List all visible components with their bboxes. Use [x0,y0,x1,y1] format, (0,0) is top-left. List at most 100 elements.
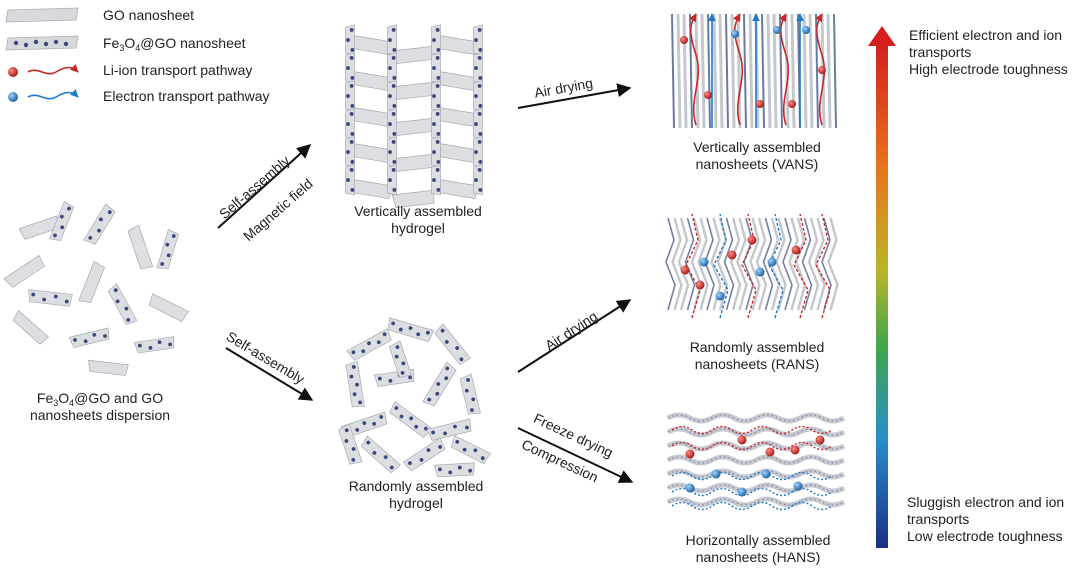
rans-sheet [755,217,768,311]
rans-sheet [749,217,761,311]
fe3o4-particle [388,122,392,126]
fe3o4-particle [392,48,397,52]
arrow-self-assembly-random [225,347,314,401]
connecting-sheet [436,106,480,127]
fe3o4-particle [395,345,400,349]
connecting-sheet [436,70,480,91]
li-ion-pathway [689,13,700,126]
fe3o4-particle [349,112,354,116]
fe3o4-particle [440,328,445,333]
electron [699,257,709,267]
vans-sheet [707,13,711,129]
vertical-column-sheet [473,24,483,56]
arrow-self-assembly-magnetic [217,144,312,229]
fe3o4-particle [478,188,483,192]
fe3o4-particle [391,56,396,60]
li-ion-pathway [671,425,833,435]
fe3o4-particle [477,112,482,116]
fe3o4-particle [31,292,36,297]
fe3o4-particle [349,140,354,144]
fe3o4-particle [383,455,388,460]
fe3o4-particle [362,421,367,426]
fe3o4-particle [444,340,449,344]
vertical-column-sheet [431,80,441,112]
fe3o4-particle [474,66,478,70]
fe3o4-particle [471,397,476,402]
rans-sheet [697,217,709,311]
connecting-sheet [350,106,394,127]
random-network-sheet [346,328,392,361]
fe3o4-particle [377,376,382,381]
random-network-sheet [422,361,457,407]
legend-go-sheet-icon [5,7,79,23]
fe3o4-particle [468,468,473,473]
fe3o4-particle [346,122,350,126]
connecting-sheet [391,117,435,136]
fe3o4-particle [388,178,392,182]
fe3o4-particle [462,447,467,452]
fe3o4-particle [438,444,442,449]
vertical-column-sheet [345,80,355,112]
fe3o4-particle [437,467,442,472]
rans-sheet [665,217,676,311]
vans-sheet [772,13,778,129]
electron [711,469,721,479]
li-ion [737,435,747,445]
hans-particle-row [667,498,845,506]
fe3o4-particle [453,424,457,429]
vans-sheet [694,13,700,129]
fe3o4-particle [350,76,355,80]
li-ion [815,435,825,445]
fe3o4-particle [388,38,392,42]
fe3o4-particle [464,388,469,393]
electron [731,30,739,38]
vans-sheet [784,13,790,129]
fe3o4-particle [64,299,69,304]
fe3o4-particle [344,439,349,443]
li-ion-pathway [815,213,831,319]
fe3o4-particle [59,214,64,219]
fe3o4-particle [478,76,483,80]
electron [761,469,771,479]
li-ion [747,235,757,245]
vertical-column-sheet [345,24,355,56]
rans-illustration [665,213,839,319]
fe3o4-particle [459,357,464,362]
legend-li-ion-icon [8,64,79,77]
dispersed-nanosheet [83,203,116,245]
fe3o4-particle [160,262,165,266]
random-network-sheet [402,437,446,472]
fe3o4-particle [474,150,478,154]
vertical-column-sheet [473,52,483,84]
fe3o4-particle [126,317,131,322]
vans-sheet [790,13,796,129]
arrow-air-drying-rans [517,299,632,373]
rans-sheet [723,217,735,311]
vans-sheet [833,13,837,129]
connecting-sheet [436,34,480,55]
fe3o4-particle [344,428,349,433]
fe3o4-particle [435,84,440,88]
fe3o4-particle [435,56,440,60]
dispersed-nanosheet [68,327,110,348]
vertical-column-sheet [345,52,355,84]
fe3o4-particle [408,461,412,466]
fe3o4-particle [432,150,436,154]
random-network-sheet [434,323,471,365]
li-ion-pathway [685,213,701,319]
legend-go-label: GO nanosheet [103,7,195,23]
electron-pathway [671,501,833,511]
fe3o4-particle [124,306,129,311]
vertical-column-sheet [473,136,483,168]
fe3o4-particle [391,112,396,116]
vans-sheet [743,13,747,129]
fe3o4-particle [409,416,414,421]
fe3o4-particle [358,400,362,405]
fe3o4-particle [346,150,350,154]
vans-sheet [712,13,718,129]
fe3o4-particle [435,28,440,32]
random-network-sheet [388,340,412,378]
random-network-sheet [338,423,363,465]
fe3o4-particle [474,38,478,42]
